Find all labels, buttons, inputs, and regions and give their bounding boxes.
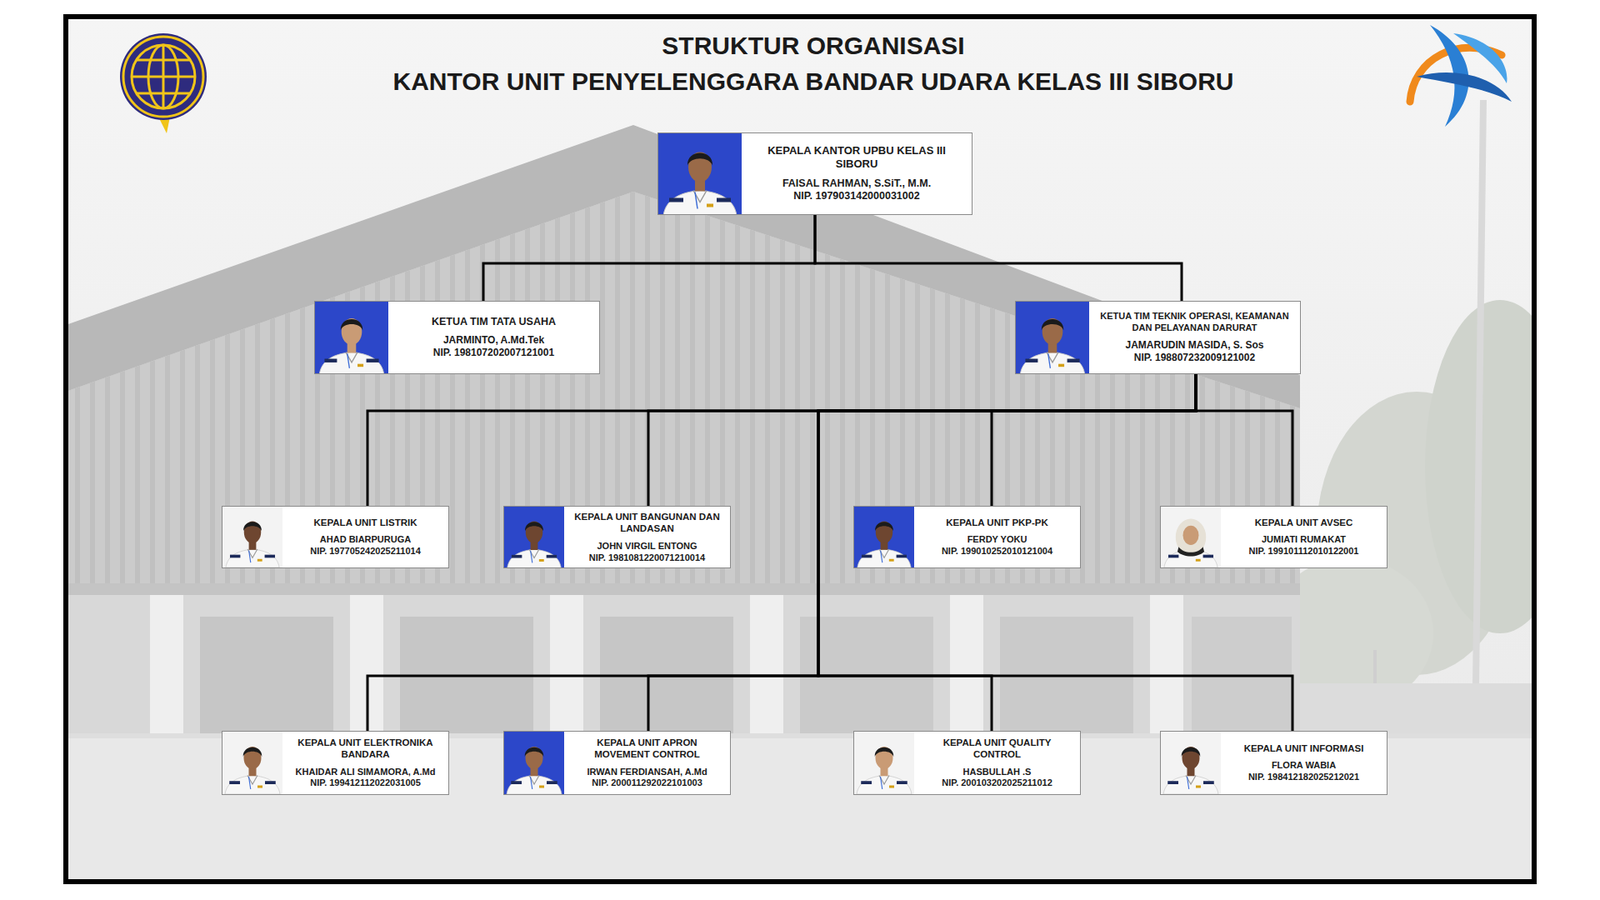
portrait-image <box>222 731 283 795</box>
connector-line <box>815 215 1182 301</box>
connector-line <box>991 374 1196 506</box>
person-name: JUMIATI RUMAKAT <box>1261 534 1346 546</box>
org-box: KEPALA UNIT AVSEC JUMIATI RUMAKATNIP. 199… <box>1160 505 1388 569</box>
employee-id: NIP. 199412112022031005 <box>310 777 421 790</box>
portrait-photo <box>658 133 742 215</box>
position-title: KEPALA UNIT BANGUNAN DAN LANDASAN <box>570 510 724 535</box>
portrait-photo <box>1160 731 1221 795</box>
org-box: KETUA TIM TATA USAHA JARMINTO, A.Md.TekNI… <box>314 300 600 375</box>
employee-id: NIP. 200103202025211012 <box>941 777 1053 790</box>
portrait-photo <box>222 731 283 795</box>
portrait-image <box>504 731 565 795</box>
org-box: KEPALA UNIT PKP-PK FERDY YOKUNIP. 1990102… <box>853 505 1081 569</box>
chart-title: STRUKTUR ORGANISASI <box>146 30 1480 61</box>
position-title: KEPALA KANTOR UPBU KELAS III SIBORU <box>748 144 965 172</box>
org-box: KEPALA UNIT BANGUNAN DAN LANDASAN JOHN VI… <box>503 505 731 569</box>
position-title: KEPALA UNIT APRON MOVEMENT CONTROL <box>570 736 724 761</box>
position-title: KETUA TIM TATA USAHA <box>431 315 556 330</box>
text-column: KETUA TIM TATA USAHA JARMINTO, A.Md.TekNI… <box>388 301 600 374</box>
position-title: KETUA TIM TEKNIK OPERASI, KEAMANAN DAN P… <box>1095 310 1294 335</box>
employee-id: NIP. 1981081220071210014 <box>589 552 705 565</box>
text-column: KEPALA UNIT PKP-PK FERDY YOKUNIP. 1990102… <box>914 506 1080 568</box>
person-name: HASBULLAH .S <box>963 766 1032 779</box>
position-title: KEPALA UNIT AVSEC <box>1255 516 1354 529</box>
text-column: KEPALA UNIT ELEKTRONIKA BANDARA KHAIDAR A… <box>282 731 449 795</box>
org-box: KEPALA KANTOR UPBU KELAS III SIBORU FAISA… <box>657 132 973 215</box>
org-box: KEPALA UNIT QUALITY CONTROL HASBULLAH .SN… <box>853 730 1081 795</box>
employee-id: NIP. 198807232009121002 <box>1134 351 1255 365</box>
connector-line <box>483 215 815 301</box>
portrait-photo <box>504 731 565 795</box>
text-column: KEPALA UNIT QUALITY CONTROL HASBULLAH .SN… <box>914 731 1080 795</box>
person-name: IRWAN FERDIANSAH, A.Md <box>586 766 707 779</box>
portrait-image <box>658 133 742 215</box>
person-name: JAMARUDIN MASIDA, S. Sos <box>1125 339 1264 352</box>
person-name: JARMINTO, A.Md.Tek <box>443 334 545 347</box>
portrait-image <box>504 506 565 568</box>
portrait-photo <box>504 506 565 568</box>
person-name: FERDY YOKU <box>967 534 1028 546</box>
text-column: KEPALA UNIT LISTRIK AHAD BIARPURUGANIP. 1… <box>282 506 449 568</box>
org-box: KETUA TIM TEKNIK OPERASI, KEAMANAN DAN P… <box>1015 300 1301 375</box>
employee-id: NIP. 199101112010122001 <box>1249 545 1360 558</box>
position-title: KEPALA UNIT PKP-PK <box>945 516 1049 529</box>
employee-id: NIP. 197903142000031002 <box>793 190 920 204</box>
portrait-photo <box>1015 301 1090 374</box>
text-column: KEPALA UNIT AVSEC JUMIATI RUMAKATNIP. 199… <box>1220 506 1387 568</box>
portrait-image <box>1160 731 1221 795</box>
employee-id: NIP. 199010252010121004 <box>941 545 1053 558</box>
person-name: FLORA WABIA <box>1271 760 1336 772</box>
text-column: KEPALA UNIT INFORMASI FLORA WABIANIP. 198… <box>1220 731 1387 795</box>
text-column: KEPALA KANTOR UPBU KELAS III SIBORU FAISA… <box>741 133 972 215</box>
org-box: KEPALA UNIT LISTRIK AHAD BIARPURUGANIP. 1… <box>221 505 450 569</box>
portrait-image <box>222 506 283 568</box>
org-box: KEPALA UNIT INFORMASI FLORA WABIANIP. 198… <box>1160 730 1388 795</box>
connector-line <box>367 374 1196 731</box>
position-title: KEPALA UNIT INFORMASI <box>1244 742 1365 755</box>
text-column: KEPALA UNIT BANGUNAN DAN LANDASAN JOHN VI… <box>564 506 730 568</box>
connector-line <box>818 374 1196 731</box>
connector-line <box>648 374 1196 506</box>
portrait-photo <box>315 301 389 374</box>
chart-subtitle: KANTOR UNIT PENYELENGGARA BANDAR UDARA K… <box>146 66 1480 97</box>
person-name: FAISAL RAHMAN, S.SiT., M.M. <box>782 177 931 191</box>
portrait-image <box>315 301 389 374</box>
position-title: KEPALA UNIT ELEKTRONIKA BANDARA <box>289 736 442 761</box>
portrait-image <box>1015 301 1090 374</box>
text-column: KEPALA UNIT APRON MOVEMENT CONTROL IRWAN … <box>564 731 730 795</box>
portrait-photo <box>854 731 915 795</box>
org-box: KEPALA UNIT ELEKTRONIKA BANDARA KHAIDAR A… <box>221 730 450 795</box>
position-title: KEPALA UNIT LISTRIK <box>314 516 418 529</box>
portrait-photo <box>1160 506 1221 568</box>
text-column: KETUA TIM TEKNIK OPERASI, KEAMANAN DAN P… <box>1089 301 1300 374</box>
portrait-image <box>1160 506 1221 568</box>
connector-line <box>367 374 1196 506</box>
portrait-photo <box>222 506 283 568</box>
org-box: KEPALA UNIT APRON MOVEMENT CONTROL IRWAN … <box>503 730 731 795</box>
portrait-photo <box>854 506 915 568</box>
position-title: KEPALA UNIT QUALITY CONTROL <box>920 736 1074 761</box>
employee-id: NIP. 198107202007121001 <box>433 346 555 360</box>
person-name: JOHN VIRGIL ENTONG <box>596 540 697 553</box>
employee-id: NIP. 197705242025211014 <box>310 545 421 558</box>
person-name: AHAD BIARPURUGA <box>320 534 411 546</box>
portrait-image <box>854 731 915 795</box>
person-name: KHAIDAR ALI SIMAMORA, A.Md <box>295 766 436 779</box>
ministry-logo <box>120 33 207 134</box>
employee-id: NIP. 200011292022101003 <box>591 777 703 790</box>
connector-line <box>1195 374 1293 506</box>
employee-id: NIP. 198412182025212021 <box>1248 771 1360 784</box>
portrait-image <box>854 506 915 568</box>
airport-logo <box>1410 25 1512 127</box>
